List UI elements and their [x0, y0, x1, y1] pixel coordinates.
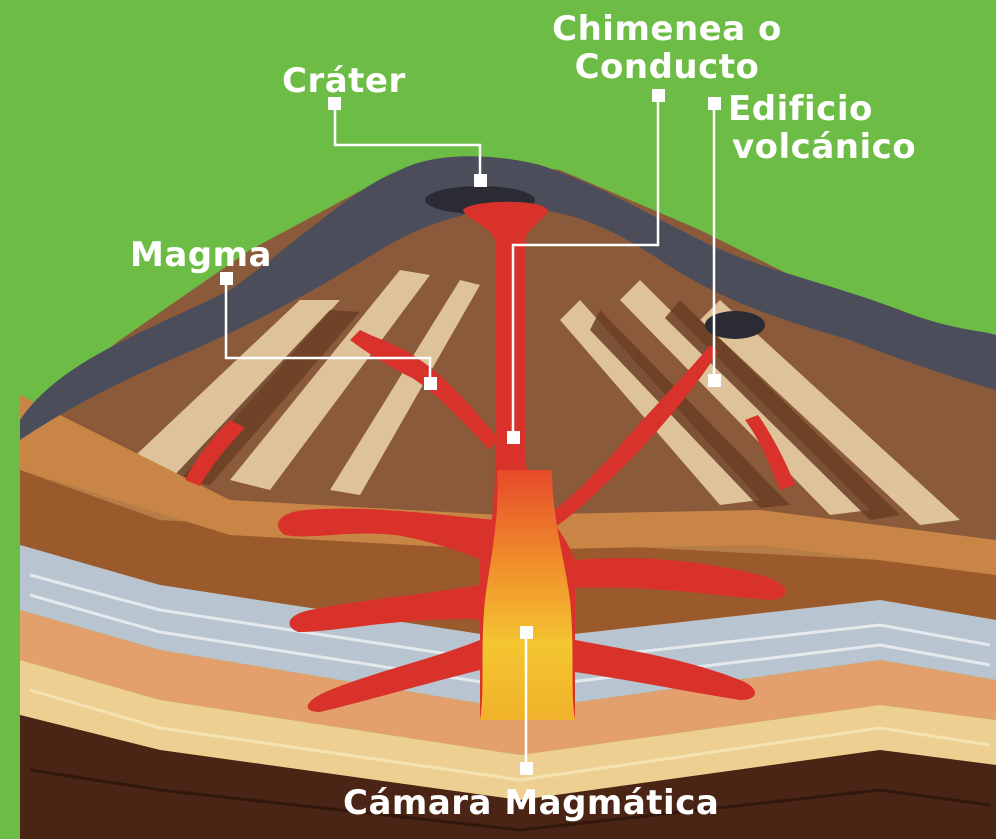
edifice-label-line2: volcánico — [732, 128, 916, 166]
chimney-label-line1: Chimenea o — [552, 10, 782, 48]
magma-label: Magma — [130, 236, 272, 274]
crater-label: Cráter — [282, 62, 406, 100]
chimney-label-line2: Conducto — [552, 48, 782, 86]
chimney-label: Chimenea o Conducto — [552, 10, 782, 86]
edifice-label: Edificio volcánico — [728, 90, 916, 166]
chamber-label: Cámara Magmática — [343, 784, 719, 822]
edifice-label-line1: Edificio — [728, 90, 916, 128]
